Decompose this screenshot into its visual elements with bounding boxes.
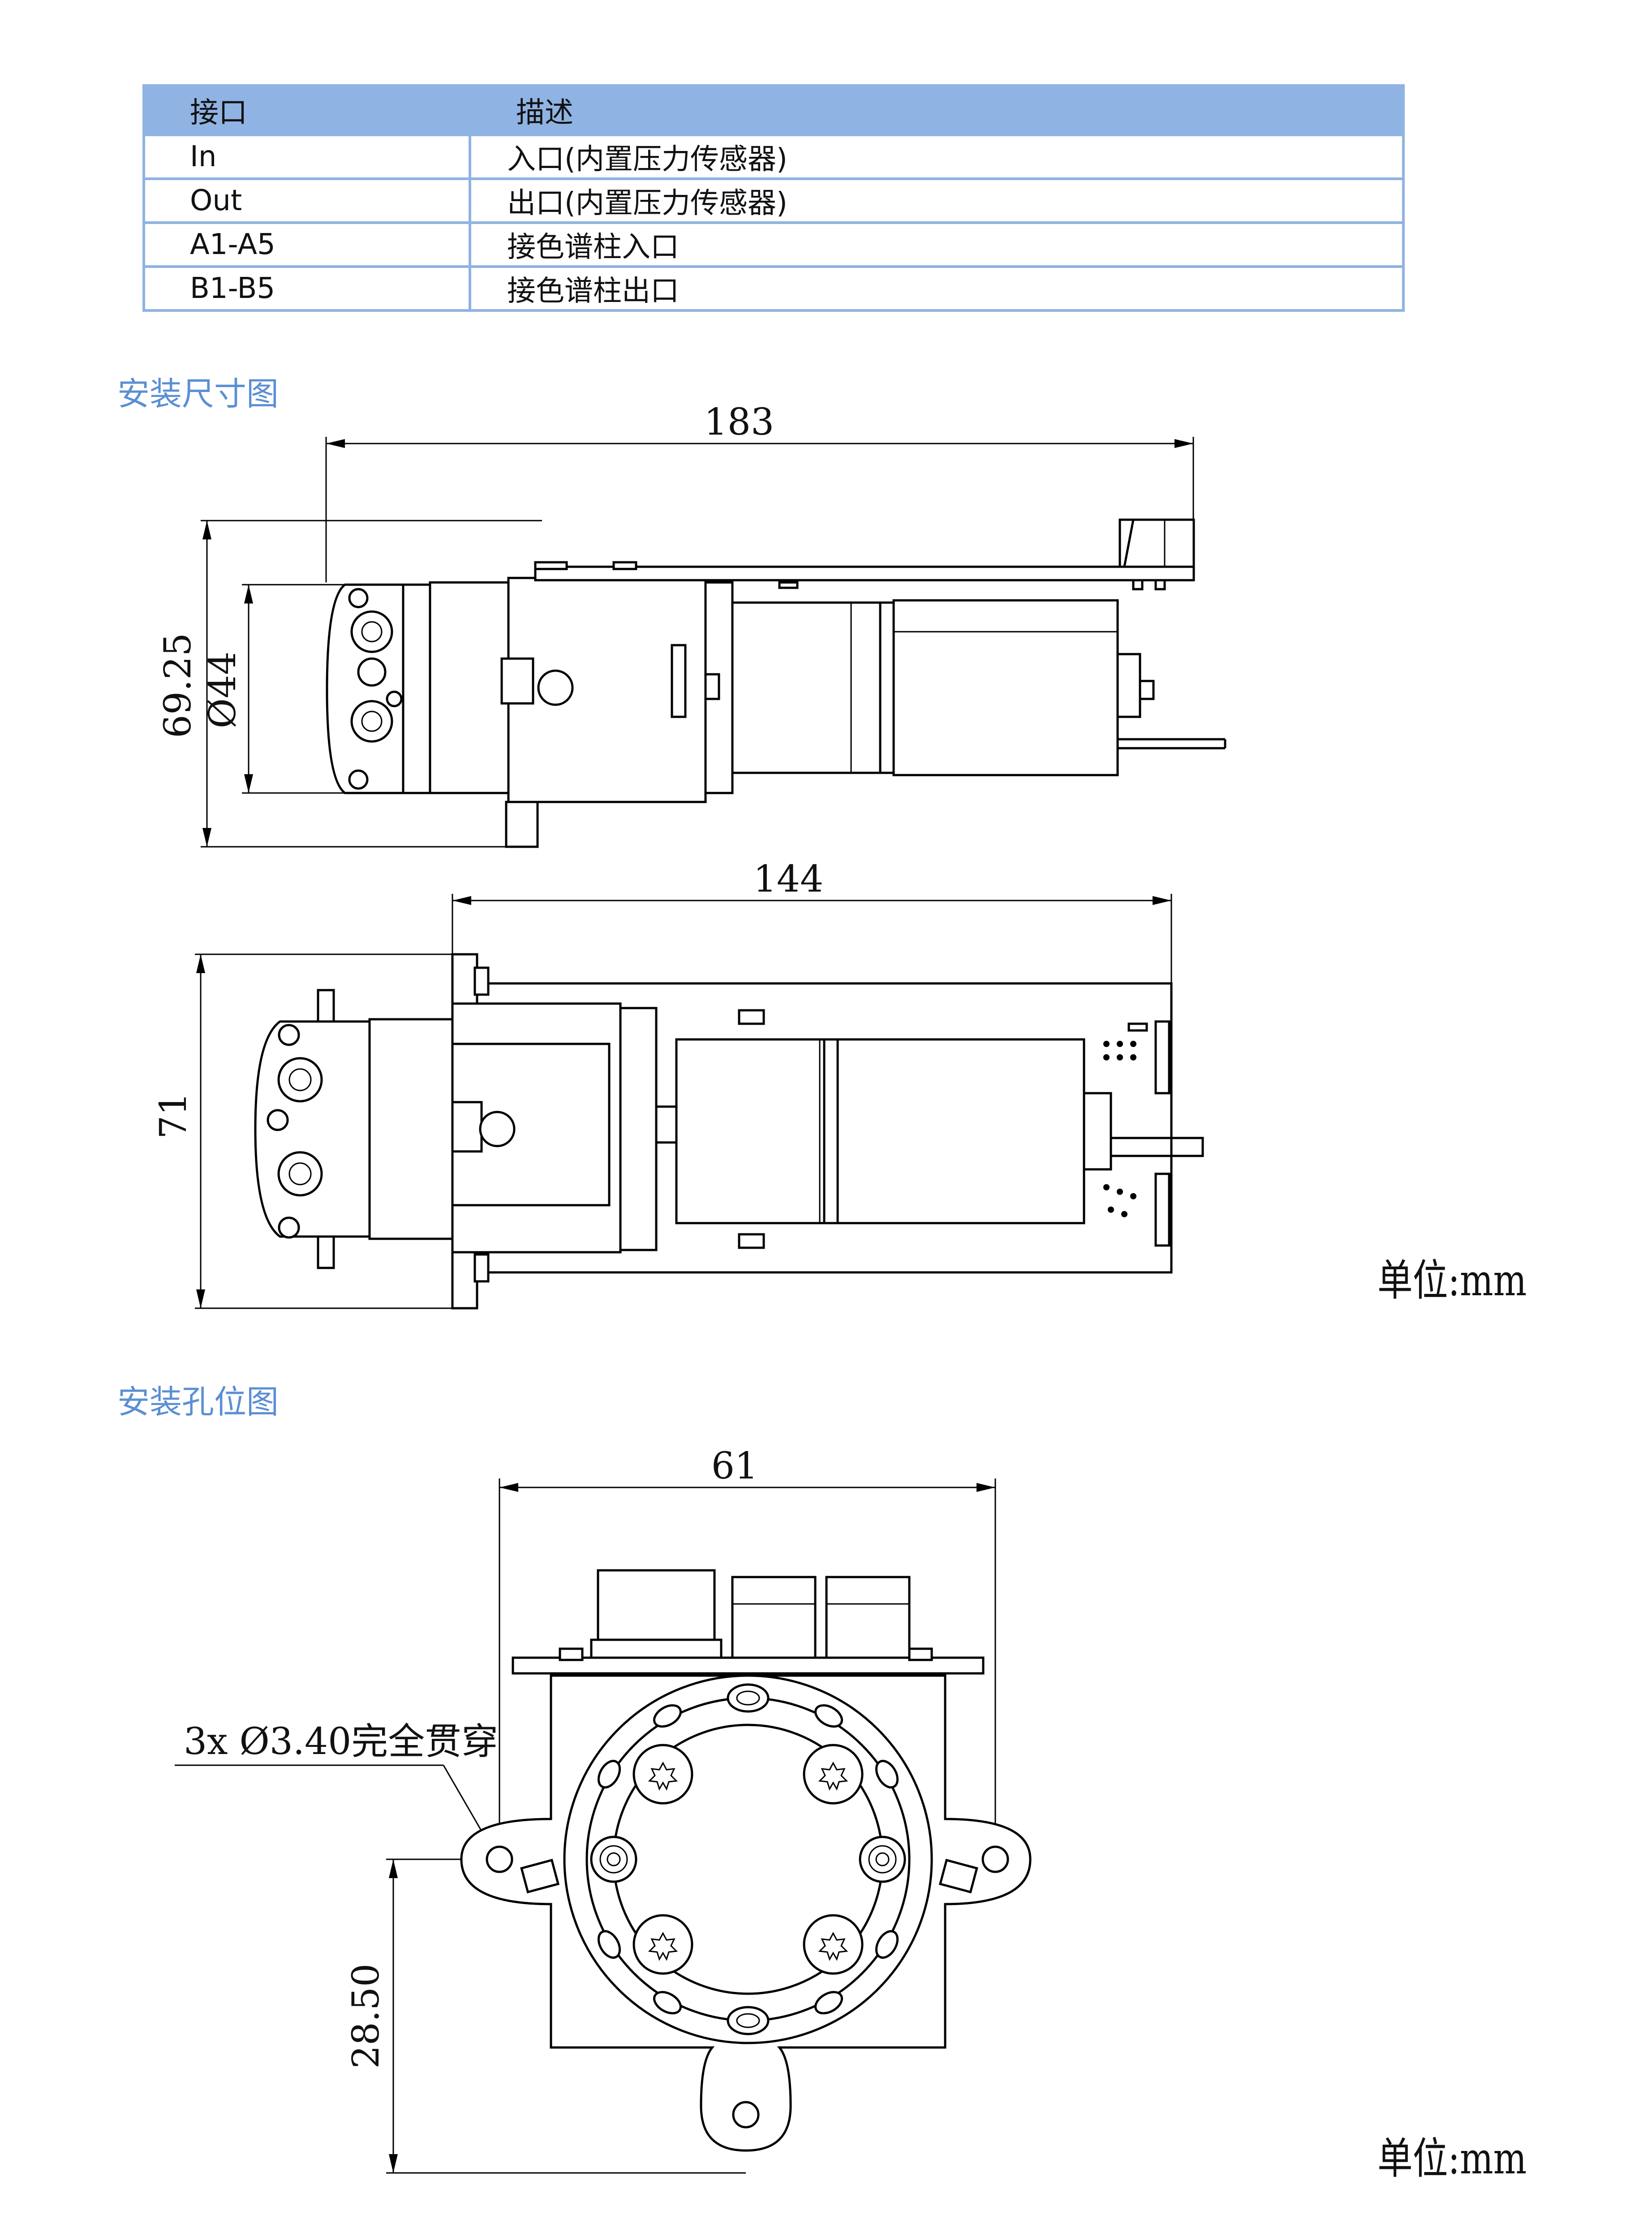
description-cell: 出口(内置压力传感器) — [469, 177, 1405, 224]
top-height-dimension: 69.25 — [157, 633, 199, 738]
hole-note: 3x Ø3.40完全贯穿 — [184, 1720, 498, 1763]
hole-width-dimension: 61 — [711, 1445, 758, 1487]
interface-table: 接口 描述 In 入口(内置压力传感器) Out 出口(内置压力传感器) A1-… — [142, 84, 1405, 312]
table-row: In 入口(内置压力传感器) — [142, 134, 1405, 180]
table-header-port: 接口 — [142, 84, 471, 136]
table-row: Out 出口(内置压力传感器) — [142, 177, 1405, 224]
description-cell: 接色谱柱出口 — [469, 265, 1405, 312]
description-cell: 入口(内置压力传感器) — [469, 134, 1405, 180]
side-length-dimension: 144 — [753, 858, 824, 901]
dimension-drawing-title: 安装尺寸图 — [117, 375, 279, 413]
port-cell: B1-B5 — [142, 265, 471, 312]
port-cell: Out — [142, 177, 471, 224]
hole-unit-label: 单位:mm — [1377, 2133, 1527, 2184]
dimension-unit-label: 单位:mm — [1377, 1255, 1527, 1306]
description-cell: 接色谱柱入口 — [469, 221, 1405, 268]
port-cell: In — [142, 134, 471, 180]
table-row: A1-A5 接色谱柱入口 — [142, 221, 1405, 268]
hole-drawing-title: 安装孔位图 — [117, 1383, 279, 1421]
dimension-drawing: 183 69.25 Ø44 — [152, 401, 1226, 1310]
table-header-description: 描述 — [469, 84, 1405, 136]
top-length-dimension: 183 — [704, 401, 774, 444]
side-height-dimension: 71 — [152, 1092, 195, 1139]
table-row: B1-B5 接色谱柱出口 — [142, 265, 1405, 312]
hole-offset-dimension: 28.50 — [345, 1964, 387, 2069]
table-header-row: 接口 描述 — [142, 84, 1405, 136]
side-view: 144 71 — [152, 858, 1204, 1310]
port-cell: A1-A5 — [142, 221, 471, 268]
top-diameter-dimension: Ø44 — [202, 651, 244, 728]
top-view: 183 69.25 Ø44 — [157, 401, 1226, 848]
